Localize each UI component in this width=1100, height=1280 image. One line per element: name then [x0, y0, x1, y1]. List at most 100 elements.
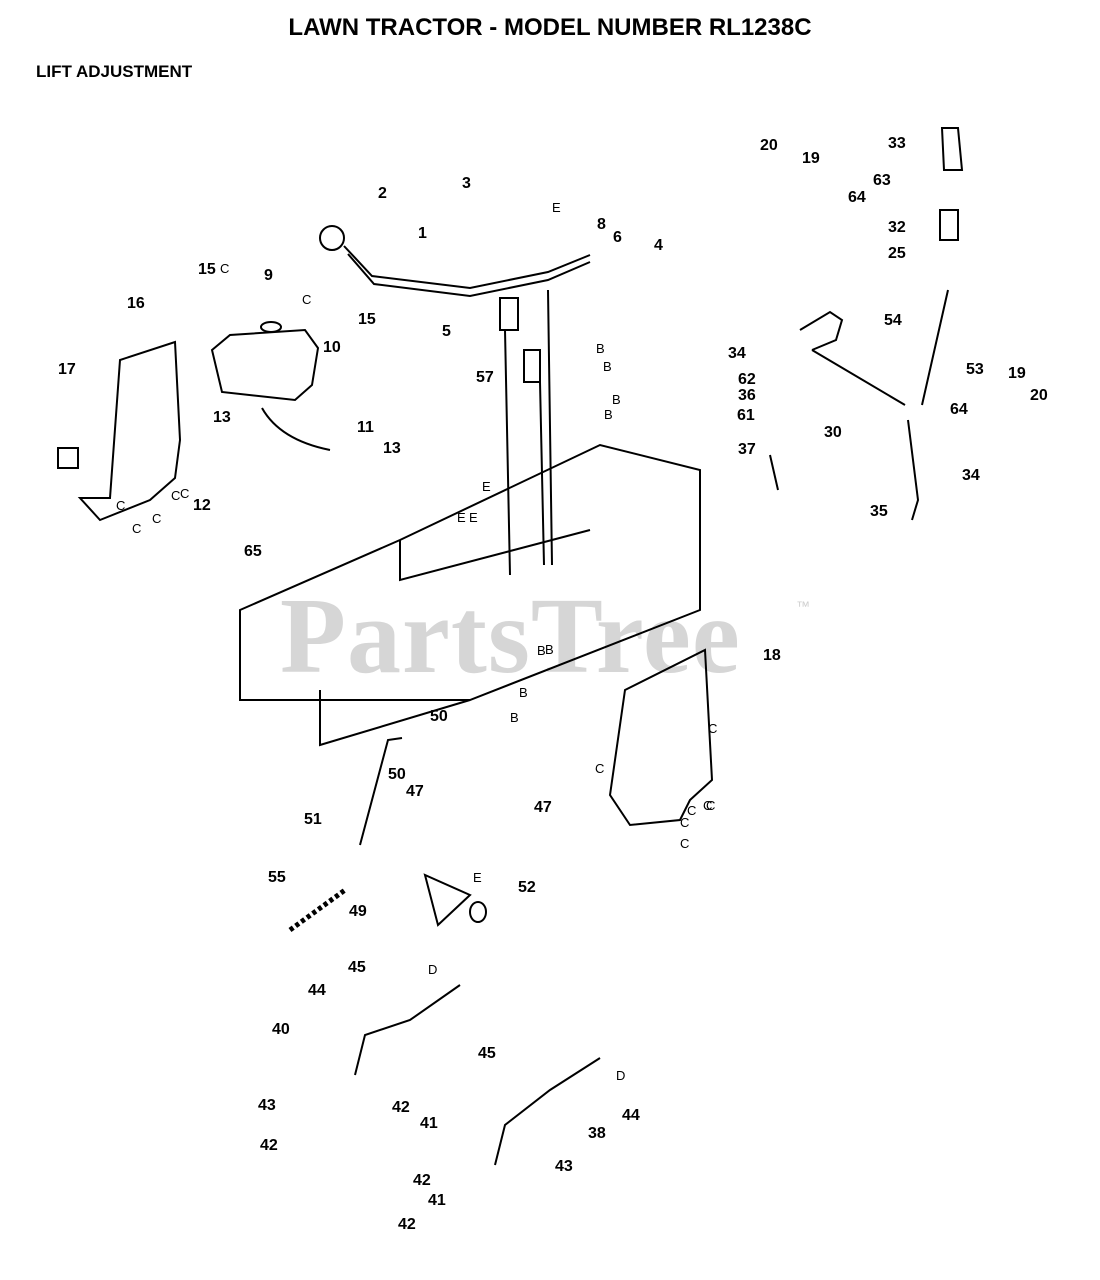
- callout-37: 37: [738, 441, 756, 458]
- ref-letter-E: E: [482, 479, 491, 494]
- left-side-panel: [77, 340, 182, 522]
- ref-letter-B: B: [604, 407, 613, 422]
- callout-47: 47: [534, 799, 552, 816]
- callout-11: 11: [357, 419, 374, 436]
- callout-41: 41: [428, 1192, 446, 1209]
- ref-letter-E: E: [457, 510, 466, 525]
- callout-33: 33: [888, 135, 906, 152]
- watermark-text: PartsTree: [280, 577, 741, 696]
- part-drawings: [57, 127, 964, 1166]
- callout-25: 25: [888, 245, 906, 262]
- lift-link-40: [354, 984, 461, 1076]
- callout-45: 45: [478, 1045, 496, 1062]
- callout-20: 20: [760, 137, 778, 154]
- ref-letter-C: C: [703, 798, 712, 813]
- callout-51: 51: [304, 811, 322, 828]
- callout-1: 1: [418, 225, 427, 242]
- ref-letter-B: B: [612, 392, 621, 407]
- ref-letter-C: C: [116, 498, 125, 513]
- callout-49: 49: [349, 903, 367, 920]
- lift-links: [769, 419, 920, 521]
- callout-15: 15: [198, 261, 216, 278]
- callout-63: 63: [873, 172, 891, 189]
- vertical-rods: [504, 289, 553, 576]
- ref-letter-B: B: [519, 685, 528, 700]
- ref-letter-C: C: [132, 521, 141, 536]
- ref-letter-C: C: [220, 261, 229, 276]
- part-32: [939, 209, 959, 241]
- section-subtitle: LIFT ADJUSTMENT: [36, 62, 193, 81]
- callout-62: 62: [738, 371, 756, 388]
- callout-35: 35: [870, 503, 888, 520]
- callout-15: 15: [358, 311, 376, 328]
- tractor-frame: [239, 443, 701, 701]
- part-33: [940, 127, 964, 171]
- ref-letter-C: C: [708, 721, 717, 736]
- callout-42: 42: [398, 1216, 416, 1233]
- callout-16: 16: [127, 295, 145, 312]
- callout-19: 19: [802, 150, 820, 167]
- callout-8: 8: [597, 216, 606, 233]
- callout-6: 6: [613, 229, 622, 246]
- callout-4: 4: [654, 237, 663, 254]
- callout-41: 41: [420, 1115, 438, 1132]
- callout-5: 5: [442, 323, 451, 340]
- ref-letter-C: C: [180, 486, 189, 501]
- fuel-tank: [210, 328, 320, 402]
- callout-61: 61: [737, 407, 755, 424]
- callout-3: 3: [462, 175, 471, 192]
- callout-43: 43: [555, 1158, 573, 1175]
- callout-30: 30: [824, 424, 842, 441]
- callout-18: 18: [763, 647, 781, 664]
- callout-labels: 1234568910111213131515161718191920202530…: [58, 135, 1048, 1233]
- ref-letter-B: B: [510, 710, 519, 725]
- ref-letter-D: D: [428, 962, 437, 977]
- callout-42: 42: [413, 1172, 431, 1189]
- bell-crank: [423, 873, 472, 927]
- callout-64: 64: [950, 401, 968, 418]
- callout-57: 57: [476, 369, 494, 386]
- ref-letter-C: C: [171, 488, 180, 503]
- lift-link-38: [494, 1057, 601, 1166]
- fuel-cap: [260, 321, 282, 333]
- lever-knob: [319, 225, 345, 251]
- callout-38: 38: [588, 1125, 606, 1142]
- washer-52: [469, 901, 487, 923]
- callout-44: 44: [308, 982, 326, 999]
- callout-9: 9: [264, 267, 273, 284]
- callout-40: 40: [272, 1021, 290, 1038]
- callout-50: 50: [388, 766, 406, 783]
- ref-letter-C: C: [687, 803, 696, 818]
- ref-letter-C: C: [595, 761, 604, 776]
- callout-32: 32: [888, 219, 906, 236]
- callout-17: 17: [58, 361, 76, 378]
- ref-letter-B: B: [603, 359, 612, 374]
- bracket-57: [523, 349, 541, 383]
- ref-letter-B: B: [596, 341, 605, 356]
- ref-letter-C: C: [706, 798, 715, 813]
- lift-shaft-assembly: [799, 289, 949, 406]
- watermark-trademark: ™: [796, 598, 810, 614]
- callout-10: 10: [323, 339, 341, 356]
- callout-45: 45: [348, 959, 366, 976]
- fuel-line: [261, 407, 331, 451]
- callout-12: 12: [193, 497, 211, 514]
- ref-letter-E: E: [552, 200, 561, 215]
- part-17: [57, 447, 79, 469]
- right-side-panel: [608, 648, 714, 827]
- ref-letter-C: C: [680, 836, 689, 851]
- callout-34: 34: [728, 345, 746, 362]
- lift-lever: [343, 245, 591, 298]
- callout-44: 44: [622, 1107, 640, 1124]
- ref-letter-C: C: [302, 292, 311, 307]
- callout-47: 47: [406, 783, 424, 800]
- callout-36: 36: [738, 387, 756, 404]
- callout-13: 13: [383, 440, 401, 457]
- callout-42: 42: [260, 1137, 278, 1154]
- callout-65: 65: [244, 543, 262, 560]
- ref-letter-E: E: [473, 870, 482, 885]
- callout-20: 20: [1030, 387, 1048, 404]
- ref-letter-B: B: [545, 642, 554, 657]
